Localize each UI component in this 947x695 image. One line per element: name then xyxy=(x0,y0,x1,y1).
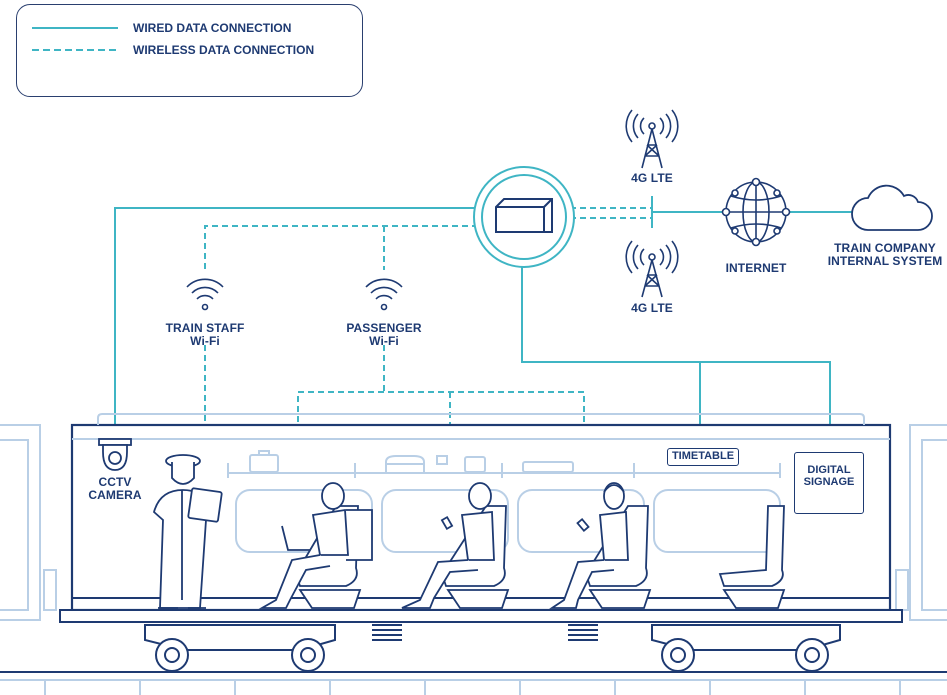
cell-tower-icon-bottom xyxy=(625,240,679,298)
internet-label: INTERNET xyxy=(725,261,787,275)
adjacent-car-right xyxy=(895,424,947,621)
legend-wired-label: WIRED DATA CONNECTION xyxy=(133,21,292,35)
train-staff-wifi-label-line1: TRAIN STAFF xyxy=(165,321,245,335)
digital-signage-display: DIGITAL SIGNAGE xyxy=(794,452,864,514)
train-company-label-line2: INTERNAL SYSTEM xyxy=(827,254,943,268)
router-icon xyxy=(473,166,575,268)
lte-bottom-label: 4G LTE xyxy=(631,301,673,315)
digital-signage-label-line1: DIGITAL xyxy=(807,464,851,476)
lte-top-label: 4G LTE xyxy=(631,171,673,185)
passenger-laptop-figure xyxy=(258,482,373,609)
cell-tower-icon-top xyxy=(625,109,679,169)
adjacent-car-left xyxy=(0,424,57,621)
cctv-label-line2: CAMERA xyxy=(88,488,142,502)
cctv-label-line1: CCTV xyxy=(98,475,132,489)
timetable-label: TIMETABLE xyxy=(671,450,735,462)
train-staff-figure xyxy=(152,454,223,609)
wifi-icon-staff xyxy=(186,278,224,311)
passenger-wifi-label-line1: PASSENGER xyxy=(346,321,422,335)
passenger-wifi-label-line2: Wi-Fi xyxy=(369,334,399,348)
passenger-phone-figure xyxy=(401,482,510,609)
globe-icon xyxy=(721,177,791,247)
train-company-label-line1: TRAIN COMPANY xyxy=(834,241,936,255)
empty-seat xyxy=(718,505,786,609)
digital-signage-label-line2: SIGNAGE xyxy=(803,476,855,488)
train-staff-wifi-label-line2: Wi-Fi xyxy=(190,334,220,348)
passenger-headphones-figure xyxy=(549,482,652,609)
legend xyxy=(16,4,363,97)
wifi-icon-passenger xyxy=(365,278,403,311)
cctv-camera-icon xyxy=(98,438,132,471)
legend-wireless-label: WIRELESS DATA CONNECTION xyxy=(133,43,315,57)
timetable-display: TIMETABLE xyxy=(667,448,739,466)
cloud-icon xyxy=(851,184,933,231)
